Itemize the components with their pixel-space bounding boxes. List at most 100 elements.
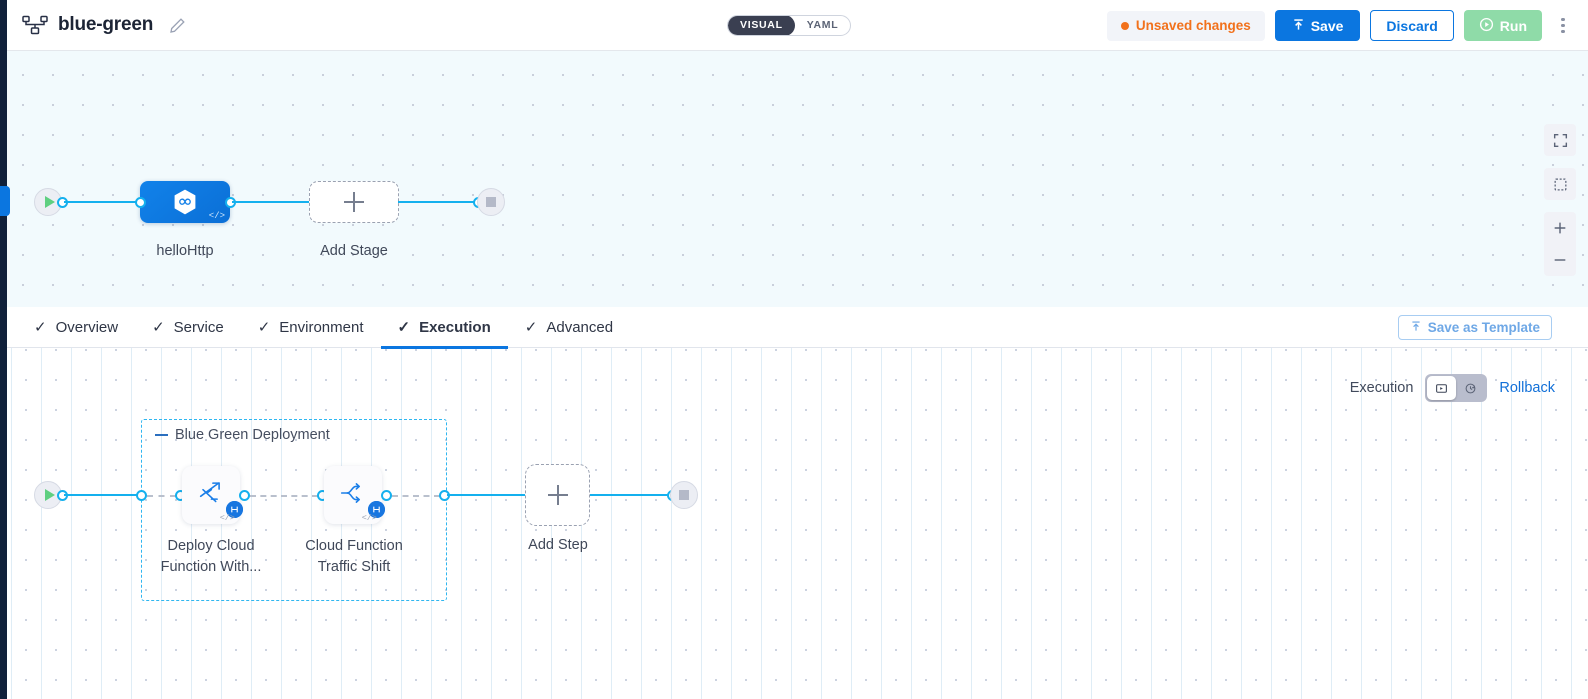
edge-stage-to-add <box>232 201 310 204</box>
tab-service-label: Service <box>173 318 224 336</box>
rollback-clock-icon[interactable] <box>1456 376 1485 400</box>
check-icon: ✓ <box>152 319 165 336</box>
hexagon-badge-icon <box>226 501 243 518</box>
pencil-edit-icon[interactable] <box>169 17 186 34</box>
section-tabs: ✓ Overview ✓ Service ✓ Environment ✓ Exe… <box>0 307 1588 349</box>
step1-label: Deploy Cloud Function With... <box>152 536 270 578</box>
plus-icon <box>344 192 364 212</box>
left-nav-rail <box>0 0 7 699</box>
stage-node-label: helloHttp <box>156 243 214 259</box>
edge-group-to-add-step <box>447 494 526 497</box>
step2-label-line1: Cloud Function <box>305 538 403 554</box>
rollback-link[interactable]: Rollback <box>1499 380 1555 396</box>
stop-end-icon <box>679 490 689 500</box>
unsaved-changes-label: Unsaved changes <box>1135 18 1251 33</box>
step-node-cloud-function-traffic-shift[interactable]: </> <box>324 466 385 524</box>
execution-toolbar: Execution Rollback <box>1350 374 1555 402</box>
run-button-label: Run <box>1499 17 1527 34</box>
left-rail-active-indicator <box>0 186 7 216</box>
step2-output-port[interactable] <box>381 490 392 501</box>
step-group-title-label: Blue Green Deployment <box>175 427 330 443</box>
traffic-split-icon <box>337 477 369 514</box>
unsaved-dot-icon <box>1120 21 1129 30</box>
page-title: blue-green <box>58 14 154 35</box>
edge-step1-to-step2 <box>250 495 318 497</box>
step-node-deploy-cloud-function[interactable]: </> <box>182 466 243 524</box>
add-step-button[interactable] <box>525 464 590 526</box>
execution-rollback-toggle[interactable] <box>1425 374 1488 402</box>
save-button[interactable]: Save <box>1274 10 1361 41</box>
check-icon: ✓ <box>397 319 411 336</box>
check-icon: ✓ <box>524 319 538 336</box>
play-start-icon <box>44 489 55 501</box>
tab-service[interactable]: ✓ Service <box>135 307 241 348</box>
step1-label-line2: Function With... <box>160 559 262 575</box>
tab-advanced[interactable]: ✓ Advanced <box>508 307 630 348</box>
tab-execution[interactable]: ✓ Execution <box>380 307 509 349</box>
view-mode-toggle[interactable]: VISUAL YAML <box>727 15 852 36</box>
add-stage-button[interactable] <box>309 181 399 223</box>
tab-execution-label: Execution <box>419 318 491 336</box>
step-code-tag: </> <box>219 513 235 523</box>
tab-overview[interactable]: ✓ Overview <box>17 307 135 348</box>
check-icon: ✓ <box>34 319 47 336</box>
hexagon-badge-icon <box>368 501 385 518</box>
save-upload-icon <box>1292 18 1305 34</box>
add-step-label: Add Step <box>528 537 588 553</box>
kebab-menu-icon[interactable] <box>1552 10 1574 41</box>
execution-flow-icon[interactable] <box>1427 376 1457 400</box>
group-input-port[interactable] <box>136 490 147 501</box>
step1-output-port[interactable] <box>239 490 250 501</box>
run-play-icon <box>1479 17 1494 35</box>
tab-environment[interactable]: ✓ Environment <box>241 307 381 348</box>
hexagon-infinity-icon <box>172 188 198 216</box>
edge-group-in-to-step1 <box>147 495 176 497</box>
execution-canvas[interactable]: Execution Rollback <box>0 348 1588 699</box>
stop-end-icon <box>486 197 496 207</box>
play-start-icon <box>44 196 55 208</box>
app-header: blue-green VISUAL YAML Unsaved changes <box>0 0 1588 51</box>
step2-label-line2: Traffic Shift <box>317 559 391 575</box>
execution-label: Execution <box>1349 380 1414 396</box>
edge-start-to-group <box>64 494 146 497</box>
collapse-dash-icon[interactable] <box>155 433 168 437</box>
save-as-template-label: Save as Template <box>1427 320 1540 335</box>
edge-add-to-end <box>398 201 478 204</box>
stage-node-hellohttp[interactable]: </> <box>140 181 230 223</box>
selection-box-icon[interactable] <box>1544 168 1576 200</box>
tab-yaml[interactable]: YAML <box>806 19 839 31</box>
deploy-function-icon <box>195 477 227 514</box>
upload-template-icon <box>1410 320 1422 335</box>
zoom-controls-group <box>1544 212 1576 276</box>
execution-end-node[interactable] <box>670 481 698 509</box>
stage-canvas[interactable]: </> helloHttp Add Stage <box>0 51 1588 307</box>
edge-start-to-stage <box>64 201 144 204</box>
zoom-out-icon[interactable] <box>1544 244 1576 276</box>
header-actions: Unsaved changes Save Discard <box>1106 0 1574 51</box>
save-as-template-button[interactable]: Save as Template <box>1397 315 1552 340</box>
status-badge-unsaved: Unsaved changes <box>1106 10 1265 41</box>
fullscreen-icon[interactable] <box>1544 124 1576 156</box>
add-stage-label: Add Stage <box>320 243 388 259</box>
tab-environment-label: Environment <box>279 318 364 336</box>
step2-label: Cloud Function Traffic Shift <box>295 536 413 578</box>
pipeline-nodes-icon <box>22 15 48 35</box>
step1-label-line1: Deploy Cloud <box>167 538 255 554</box>
save-button-label: Save <box>1310 17 1344 34</box>
edge-add-step-to-end <box>590 494 675 497</box>
tab-overview-label: Overview <box>55 318 119 336</box>
step-code-tag: </> <box>361 513 377 523</box>
step-group-title: Blue Green Deployment <box>155 427 330 443</box>
tab-visual[interactable]: VISUAL <box>728 16 795 35</box>
discard-button-label: Discard <box>1386 17 1438 34</box>
header-left-group: blue-green <box>0 14 186 36</box>
plus-icon <box>547 485 568 505</box>
run-button[interactable]: Run <box>1463 10 1542 41</box>
zoom-in-icon[interactable] <box>1544 212 1576 244</box>
discard-button[interactable]: Discard <box>1370 10 1454 41</box>
check-icon: ✓ <box>257 319 271 336</box>
step-group-blue-green-deployment[interactable]: Blue Green Deployment <box>141 419 447 601</box>
stage-input-port[interactable] <box>135 197 146 208</box>
pipeline-end-node[interactable] <box>477 188 505 216</box>
stage-canvas-controls <box>1544 124 1576 276</box>
